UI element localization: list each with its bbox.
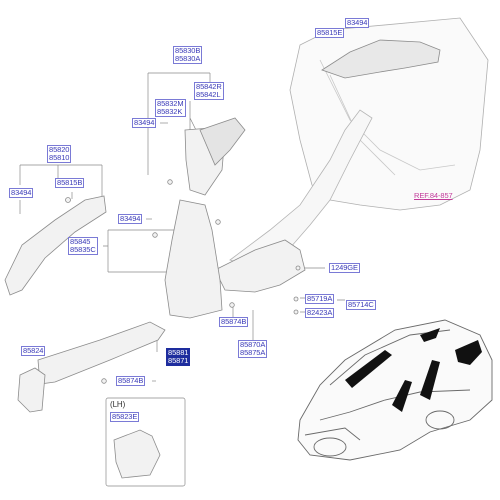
part-number: 85842R — [196, 82, 222, 91]
part-number: 85832M — [157, 99, 184, 108]
part-number: 82423A — [307, 308, 333, 317]
part-number: 85870A — [240, 340, 266, 349]
label-85820[interactable]: 85820 85810 — [46, 145, 72, 163]
part-number: 85830B — [175, 46, 201, 55]
part-number: 83494 — [134, 118, 155, 127]
label-85714C[interactable]: 85714C — [346, 300, 376, 310]
label-82423A[interactable]: 82423A — [304, 308, 335, 318]
label-85815E[interactable]: 85815E — [314, 28, 345, 38]
part-number: 85874B — [221, 317, 247, 326]
part-number: 85810 — [49, 153, 70, 162]
label-85881-highlighted[interactable]: 85881 85871 — [165, 348, 191, 366]
part-number: 85714C — [348, 300, 374, 309]
part-number: 83494 — [120, 214, 141, 223]
part-number: 85881 — [168, 348, 189, 357]
part-number: 83494 — [347, 18, 368, 27]
part-number: 85874B — [118, 376, 144, 385]
label-85832[interactable]: 85832M 85832K — [155, 99, 186, 117]
side-indicator: (LH) — [110, 400, 126, 409]
reference-text: REF.84-857 — [414, 191, 453, 200]
label-85874B-a[interactable]: 85874B — [218, 317, 249, 327]
label-85870[interactable]: 85870A 85875A — [237, 340, 268, 358]
vehicle-highlighted-trim — [345, 328, 482, 412]
part-number: 85832K — [157, 107, 183, 116]
label-83494-left[interactable]: 83494 — [8, 188, 34, 198]
part-number: 85815B — [57, 178, 83, 187]
part-number: 83494 — [11, 188, 32, 197]
part-number: 85815E — [317, 28, 343, 37]
label-85842[interactable]: 85842R 85842L — [194, 82, 224, 100]
label-83494-b[interactable]: 83494 — [117, 214, 143, 224]
label-83494-mid[interactable]: 83494 — [131, 118, 157, 128]
part-number: 85835C — [70, 245, 96, 254]
label-85815B[interactable]: 85815B — [54, 178, 85, 188]
label-85830[interactable]: 85830B 85830A — [172, 46, 203, 64]
part-number: 85871 — [168, 356, 189, 365]
lh-caption: (LH) — [110, 401, 125, 409]
part-number: 85830A — [175, 54, 201, 63]
label-85719A[interactable]: 85719A — [304, 294, 335, 304]
label-85823E[interactable]: 85823E — [109, 412, 140, 422]
part-number: 85845 — [70, 237, 91, 246]
part-number: 85719A — [307, 294, 333, 303]
part-drawings — [4, 17, 489, 479]
part-number: 1249GE — [331, 263, 358, 272]
part-number: 85823E — [112, 412, 138, 421]
part-number: 85820 — [49, 145, 70, 154]
label-1249GE[interactable]: 1249GE — [329, 263, 360, 273]
part-number: 85875A — [240, 348, 266, 357]
reference-link[interactable]: REF.84-857 — [414, 192, 453, 200]
leader-lines — [19, 72, 401, 487]
label-85874B-b[interactable]: 85874B — [115, 376, 146, 386]
part-number: 85824 — [23, 346, 44, 355]
label-83494-top[interactable]: 83494 — [344, 18, 370, 28]
part-number: 85842L — [196, 90, 221, 99]
vehicle-illustration — [297, 319, 493, 461]
label-85824[interactable]: 85824 — [20, 346, 46, 356]
label-85845[interactable]: 85845 85835C — [68, 237, 98, 255]
